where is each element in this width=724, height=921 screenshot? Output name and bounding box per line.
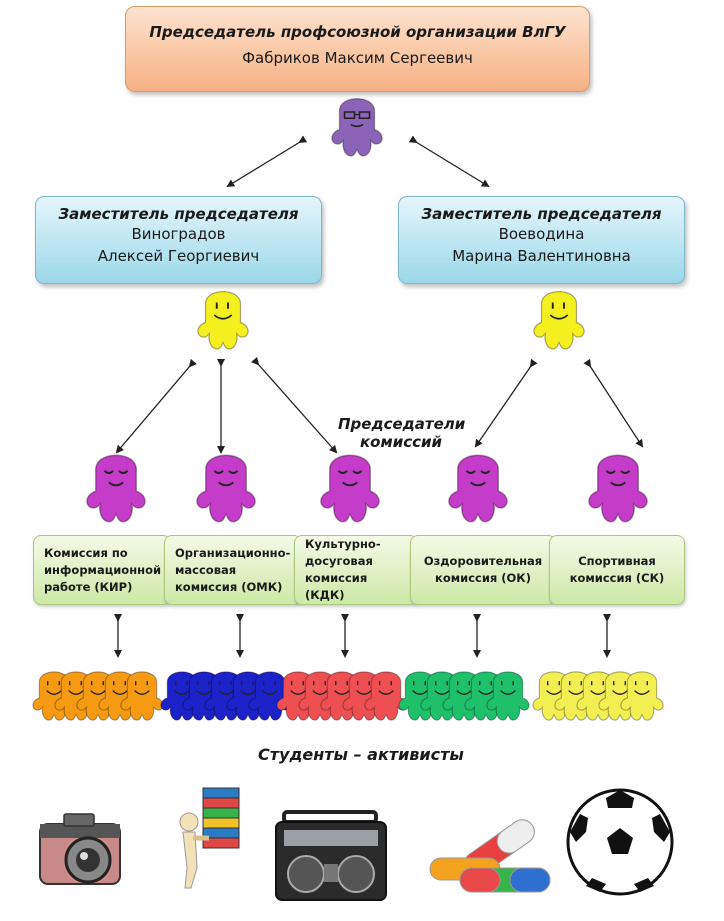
commission-heads-label-line1: Председатели bbox=[338, 415, 466, 433]
arrow-dep1-kdk bbox=[251, 356, 338, 454]
student-figure-icon bbox=[226, 671, 270, 721]
commission-line: информационной bbox=[44, 562, 162, 577]
commission-line: Оздоровительная bbox=[423, 554, 543, 568]
student-group-icon bbox=[532, 671, 664, 721]
arrow-dep1-kir bbox=[115, 358, 197, 454]
student-group-icon bbox=[398, 671, 530, 721]
chairman-title: Председатель профсоюзной организации ВлГ… bbox=[149, 23, 566, 41]
student-figure-icon bbox=[576, 671, 620, 721]
commission-box-sk: Спортивная комиссия (СК) bbox=[549, 535, 685, 605]
deputy-box-1: Заместитель председателя Виноградов Алек… bbox=[35, 196, 322, 284]
commission-box-kdk: Культурно-досуговая комиссия (КДК) bbox=[294, 535, 418, 605]
student-figure-icon bbox=[298, 671, 342, 721]
deputy-box-2: Заместитель председателя Воеводина Марин… bbox=[398, 196, 685, 284]
arrow-chair-left bbox=[226, 135, 308, 188]
commission-line: работе (КИР) bbox=[44, 579, 133, 594]
student-group-icon bbox=[276, 671, 408, 721]
chairman-name: Фабриков Максим Сергеевич bbox=[242, 49, 473, 67]
student-figure-icon bbox=[320, 671, 364, 721]
commission-heads-label: Председатели комиссий bbox=[338, 415, 465, 451]
student-figure-icon bbox=[442, 671, 486, 721]
students-label: Студенты – активисты bbox=[258, 745, 464, 764]
commission-line: массовая bbox=[175, 562, 237, 577]
deputy1-figure-icon bbox=[197, 290, 249, 350]
student-figure-icon bbox=[98, 671, 142, 721]
student-figure-icon bbox=[420, 671, 464, 721]
commission-line: комиссия (КДК) bbox=[305, 571, 368, 602]
deputy-title: Заместитель председателя bbox=[58, 205, 299, 223]
student-figure-icon bbox=[342, 671, 386, 721]
commission-box-omk: Организационно-массовая комиссия (ОМК) bbox=[164, 535, 302, 605]
commission-head-figure-icon bbox=[86, 454, 146, 523]
student-figure-icon bbox=[364, 671, 408, 721]
deputy-name-line1: Виноградов bbox=[131, 225, 226, 243]
book-stack-icon bbox=[179, 787, 240, 889]
student-figure-icon bbox=[486, 671, 530, 721]
commission-head-figure-icon bbox=[196, 454, 256, 523]
deputy-name-line1: Воеводина bbox=[498, 225, 585, 243]
student-figure-icon bbox=[76, 671, 120, 721]
camera-icon bbox=[39, 813, 121, 885]
commission-head-figure-icon bbox=[320, 454, 380, 523]
deputy-title: Заместитель председателя bbox=[421, 205, 662, 223]
arrow-dep2-sk bbox=[583, 358, 644, 448]
student-figure-icon bbox=[120, 671, 164, 721]
student-figure-icon bbox=[620, 671, 664, 721]
student-group-icon bbox=[32, 671, 164, 721]
student-figure-icon bbox=[554, 671, 598, 721]
commission-box-ok: Оздоровительная комиссия (ОК) bbox=[410, 535, 556, 605]
commission-line: Культурно- bbox=[305, 537, 381, 551]
commission-line: Спортивная bbox=[578, 554, 656, 568]
arrow-chair-right bbox=[408, 135, 490, 188]
commission-line: комиссия (ОМК) bbox=[175, 579, 283, 594]
student-figure-icon bbox=[464, 671, 508, 721]
student-figure-icon bbox=[32, 671, 76, 721]
student-figure-icon bbox=[182, 671, 226, 721]
chairman-figure-icon bbox=[331, 97, 383, 157]
deputy-name-line2: Алексей Георгиевич bbox=[97, 247, 260, 265]
student-figure-icon bbox=[276, 671, 320, 721]
commission-head-figure-icon bbox=[448, 454, 508, 523]
commission-line: Организационно- bbox=[175, 545, 291, 560]
commission-heads-label-line2: комиссий bbox=[360, 433, 443, 451]
commission-box-kir: Комиссия по информационной работе (КИР) bbox=[33, 535, 171, 605]
student-figure-icon bbox=[532, 671, 576, 721]
student-figure-icon bbox=[54, 671, 98, 721]
student-figure-icon bbox=[204, 671, 248, 721]
commission-line: досуговая bbox=[305, 554, 373, 568]
arrow-dep2-ok bbox=[474, 358, 538, 448]
soccer-ball-icon bbox=[566, 788, 674, 896]
commission-line: комиссия (ОК) bbox=[435, 571, 531, 585]
student-figure-icon bbox=[598, 671, 642, 721]
deputy-name-line2: Марина Валентиновна bbox=[452, 247, 631, 265]
deputy2-figure-icon bbox=[533, 290, 585, 350]
student-group-icon bbox=[160, 671, 292, 721]
pills-icon bbox=[429, 819, 551, 893]
student-figure-icon bbox=[248, 671, 292, 721]
student-figure-icon bbox=[398, 671, 442, 721]
boombox-icon bbox=[275, 810, 387, 901]
commission-line: комиссия (СК) bbox=[569, 571, 665, 585]
commission-line: Комиссия по bbox=[44, 545, 128, 560]
commission-head-figure-icon bbox=[588, 454, 648, 523]
chairman-box: Председатель профсоюзной организации ВлГ… bbox=[125, 6, 590, 92]
student-figure-icon bbox=[160, 671, 204, 721]
